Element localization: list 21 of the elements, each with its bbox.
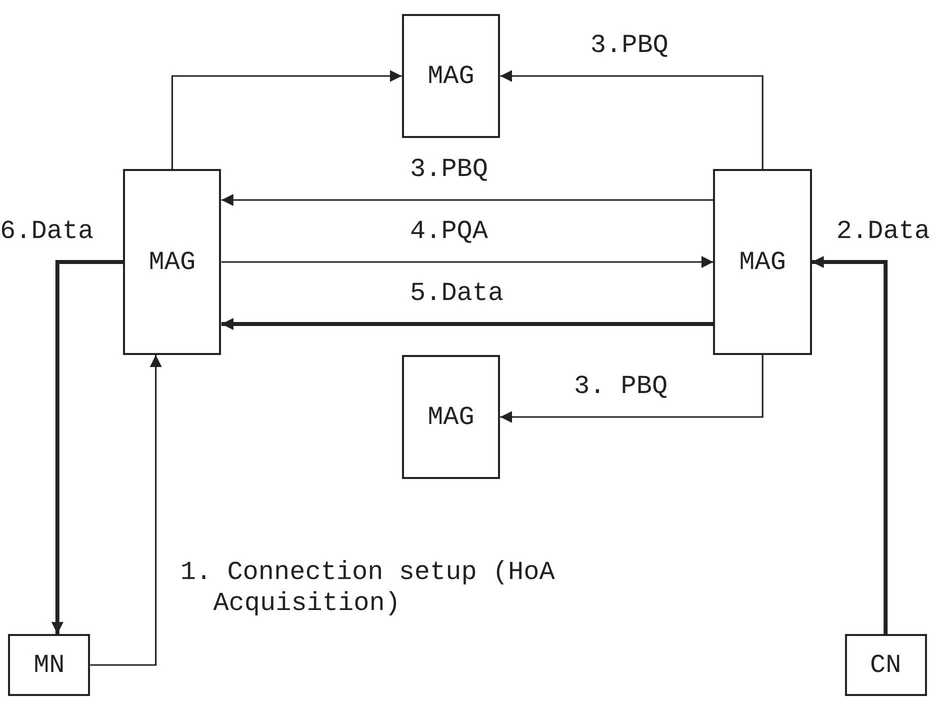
- arrow: [171, 70, 402, 169]
- node-label: MAG: [428, 61, 474, 91]
- arrow: [500, 355, 764, 423]
- arrow: [90, 355, 162, 666]
- process-box: [402, 14, 500, 138]
- arrow: [51, 260, 123, 634]
- process-box: [713, 169, 812, 355]
- process-box: [123, 169, 222, 355]
- process-box: [844, 634, 927, 696]
- node-label: CN: [870, 650, 902, 680]
- node-label: MAG: [428, 402, 474, 432]
- node-label: MAG: [148, 247, 196, 277]
- node-label: MAG: [739, 247, 786, 277]
- node-label: MN: [34, 650, 65, 680]
- arrow: [500, 70, 764, 169]
- process-box: [8, 634, 90, 696]
- arrow: [812, 256, 888, 634]
- arrow: [221, 194, 714, 206]
- process-box: [402, 355, 500, 479]
- arrow: [221, 256, 714, 268]
- arrow: [221, 318, 714, 330]
